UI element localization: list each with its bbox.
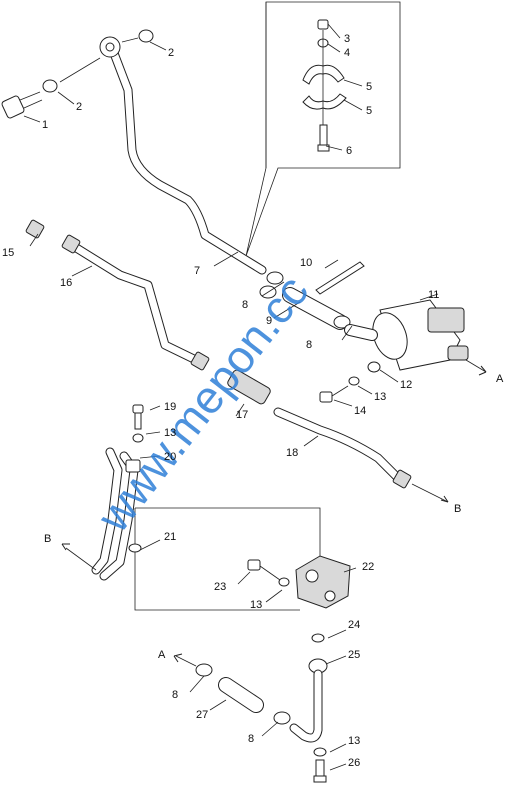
bolt-14 (319, 385, 349, 403)
callout-7: 7 (194, 265, 200, 277)
hose-clamp-8-d (195, 663, 213, 677)
inset-bolt-6 (317, 124, 330, 152)
inset-nut-3 (317, 19, 329, 30)
pump-detail-frame (134, 507, 321, 611)
flow-arrow-a-left (173, 653, 183, 663)
callout-8-d: 8 (248, 733, 254, 745)
washer-13-bottom (313, 747, 327, 757)
callout-3: 3 (344, 33, 350, 45)
callout-8-b: 8 (306, 339, 312, 351)
callout-25: 25 (348, 649, 360, 661)
callout-1: 1 (42, 119, 48, 131)
callout-26: 26 (348, 757, 360, 769)
callout-27: 27 (196, 709, 208, 721)
callout-8-c: 8 (172, 689, 178, 701)
flow-label-b-left: B (44, 533, 51, 545)
callout-20: 20 (164, 451, 176, 463)
banjo-fitting-25 (289, 658, 328, 743)
hose-clamp-8-a (266, 271, 284, 285)
fuel-pump-22 (295, 555, 351, 609)
flow-label-b-right: B (454, 503, 461, 515)
inset-clamp-5-lower (302, 93, 347, 110)
callout-18: 18 (286, 447, 298, 459)
pipe-16 (61, 234, 210, 371)
callout-13-a: 13 (374, 391, 386, 403)
callout-2-lower: 2 (76, 101, 82, 113)
callout-8-a: 8 (242, 299, 248, 311)
callout-5-lower: 5 (366, 105, 372, 117)
inset-clamp-5-upper (302, 64, 345, 85)
callout-21: 21 (164, 531, 176, 543)
callout-14: 14 (354, 405, 366, 417)
o-ring-24 (311, 633, 325, 643)
tie-strap-10 (315, 261, 365, 295)
callout-13-b: 13 (164, 427, 176, 439)
washer-2-lower (42, 79, 58, 93)
washer-12 (367, 361, 381, 373)
callout-23: 23 (214, 581, 226, 593)
callout-13-c: 13 (250, 599, 262, 611)
hose-clamp-8-c (333, 315, 351, 329)
callout-12: 12 (400, 379, 412, 391)
banjo-bolt-1 (1, 91, 43, 119)
callout-11: 11 (428, 289, 439, 301)
callout-10: 10 (300, 257, 312, 269)
callout-9: 9 (266, 315, 272, 327)
pipe-bracket-20 (91, 447, 141, 581)
callout-17: 17 (236, 409, 248, 421)
bolt-19 (132, 404, 144, 430)
hose-18 (273, 407, 412, 489)
hose-27 (218, 677, 264, 713)
flow-arrow-b-right (440, 495, 449, 503)
callout-4: 4 (344, 47, 350, 59)
flow-label-a-right: A (496, 373, 504, 385)
o-ring-21 (128, 543, 142, 553)
fuel-filter-11 (344, 299, 469, 371)
bolt-23 (247, 559, 281, 581)
flow-arrow-a-right (478, 365, 487, 376)
flow-label-a-left: A (158, 649, 166, 661)
watermark-text: www.mepon.cc (86, 265, 318, 542)
callout-19: 19 (164, 401, 176, 413)
callout-13-d: 13 (348, 735, 360, 747)
callout-24: 24 (348, 619, 360, 631)
callout-16: 16 (60, 277, 72, 289)
washer-2-upper (138, 29, 154, 43)
callout-6: 6 (346, 145, 352, 157)
hose-9 (282, 287, 348, 330)
washer-13-left (132, 433, 144, 443)
fitting-17 (227, 369, 271, 405)
callout-15: 15 (2, 247, 14, 259)
pipe-7 (99, 36, 267, 275)
fitting-15 (25, 219, 45, 239)
bolt-26 (313, 759, 327, 783)
washer-13-upper (348, 376, 360, 386)
callout-22: 22 (362, 561, 374, 573)
washer-13-pump (278, 577, 290, 587)
callout-5-upper: 5 (366, 81, 372, 93)
flow-arrow-b-left (61, 543, 70, 551)
callout-2-upper: 2 (168, 47, 174, 59)
hose-clamp-8-e (273, 711, 291, 725)
